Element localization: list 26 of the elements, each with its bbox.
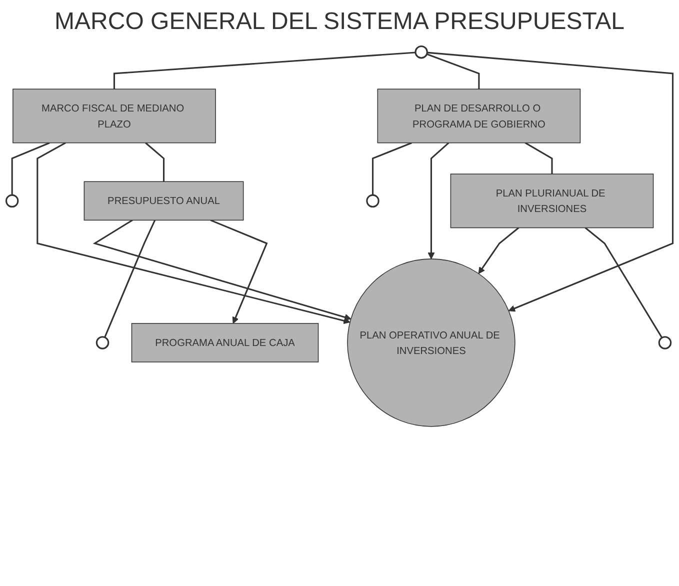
arrow — [428, 142, 450, 260]
node-box: MARCO FISCAL DE MEDIANO PLAZO — [12, 88, 216, 144]
node-circle — [96, 336, 110, 350]
node-circle — [658, 336, 672, 350]
arrow — [427, 52, 674, 312]
connector — [113, 52, 416, 90]
node-box: PRESUPUESTO ANUAL — [84, 181, 244, 221]
arrow — [210, 219, 268, 324]
node-circle: PLAN OPERATIVO ANUAL DE INVERSIONES — [347, 258, 516, 427]
connector — [524, 142, 553, 174]
node-circle — [414, 45, 428, 59]
node-box: PLAN PLURIANUAL DE INVERSIONES — [450, 174, 654, 228]
node-box: PLAN DE DESARROLLO O PROGRAMA DE GOBIERNO — [377, 88, 581, 144]
connector — [426, 53, 480, 90]
node-circle — [5, 194, 19, 208]
arrow — [92, 220, 352, 321]
node-circle — [366, 194, 380, 208]
connector — [145, 142, 165, 182]
connector — [104, 220, 156, 338]
node-box: PROGRAMA ANUAL DE CAJA — [131, 323, 319, 362]
connector — [584, 227, 663, 338]
arrow — [36, 142, 350, 324]
connector — [11, 142, 50, 196]
connector — [372, 142, 412, 196]
arrow — [478, 227, 520, 274]
diagram-title: MARCO GENERAL DEL SISTEMA PRESUPUESTAL — [54, 8, 626, 36]
